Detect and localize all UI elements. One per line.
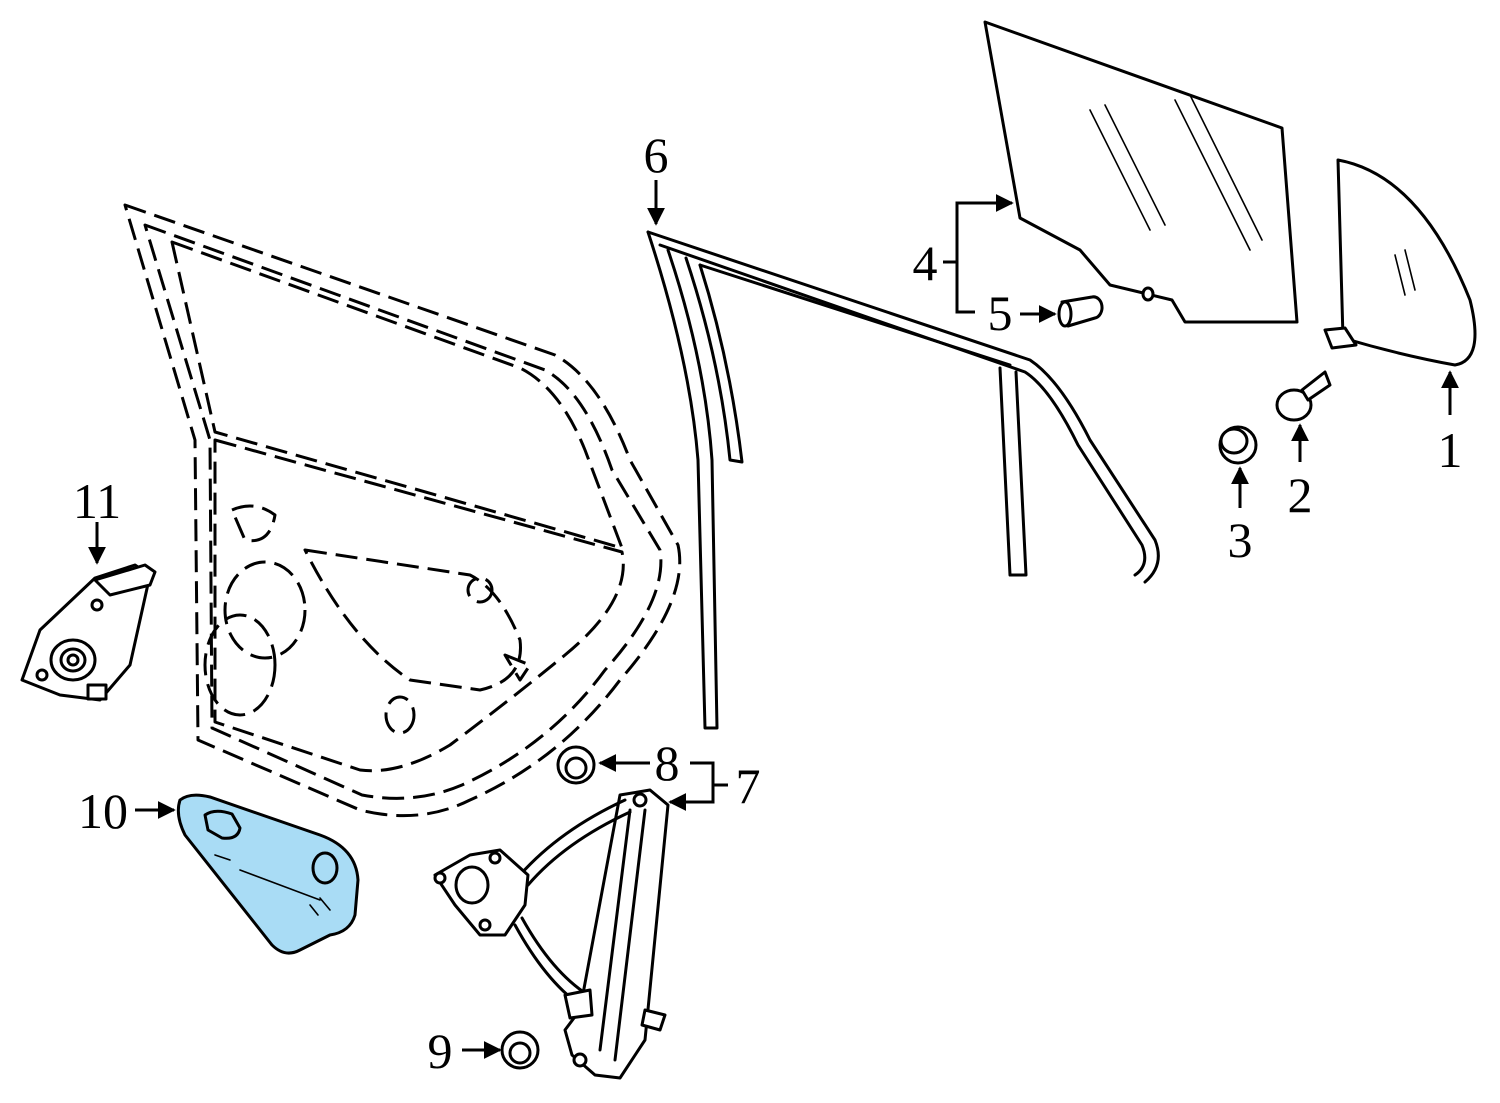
door-inner-panel bbox=[123, 203, 682, 818]
window-motor[interactable] bbox=[20, 563, 157, 702]
callout-4[interactable]: 4 bbox=[913, 235, 938, 291]
glass-run-channel[interactable] bbox=[646, 230, 1160, 730]
callout-8[interactable]: 8 bbox=[655, 735, 680, 791]
push-clip[interactable] bbox=[1275, 370, 1332, 422]
leader-lines bbox=[88, 180, 1459, 1059]
callout-3[interactable]: 3 bbox=[1228, 512, 1253, 568]
callout-6[interactable]: 6 bbox=[644, 127, 669, 183]
callout-2[interactable]: 2 bbox=[1288, 467, 1313, 523]
door-glass[interactable] bbox=[983, 20, 1299, 324]
callout-9[interactable]: 9 bbox=[428, 1023, 453, 1079]
window-regulator[interactable] bbox=[433, 788, 670, 1080]
glass-guide-pin[interactable] bbox=[1057, 295, 1104, 328]
regulator-nut-lower[interactable] bbox=[500, 1030, 540, 1070]
callout-5[interactable]: 5 bbox=[988, 285, 1013, 341]
grommet[interactable] bbox=[1218, 425, 1258, 465]
vent-glass[interactable] bbox=[1323, 158, 1477, 367]
regulator-nut-upper[interactable] bbox=[556, 745, 596, 785]
access-hole-cover[interactable] bbox=[176, 793, 360, 955]
callout-labels: 1 2 3 4 5 6 7 8 9 10 11 bbox=[73, 127, 1463, 1079]
callout-10[interactable]: 10 bbox=[78, 783, 128, 839]
callout-7[interactable]: 7 bbox=[736, 758, 761, 814]
callout-11[interactable]: 11 bbox=[73, 473, 121, 529]
callout-1[interactable]: 1 bbox=[1438, 422, 1463, 478]
